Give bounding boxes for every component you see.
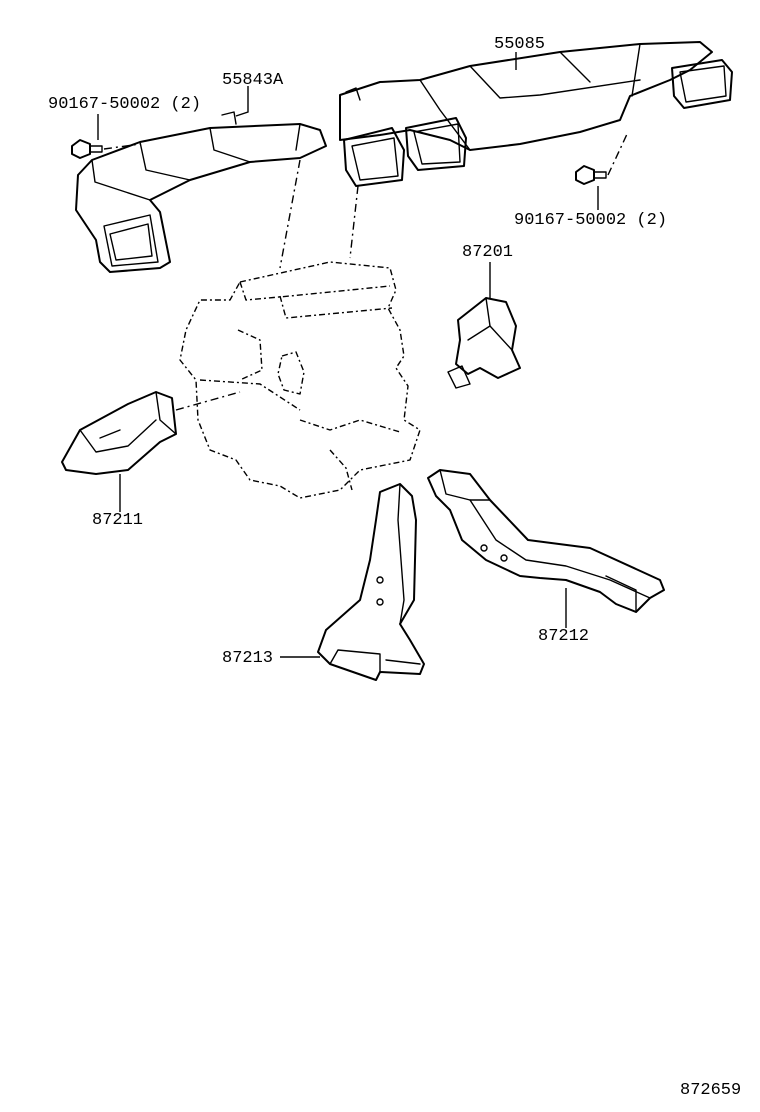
duct-55085: [339, 41, 733, 187]
leader-lines: [97, 52, 599, 658]
duct-87211: [61, 391, 241, 475]
label-duct-87201: 87201: [462, 243, 514, 262]
duct-87201: [447, 297, 521, 389]
label-duct-87212: 87212: [538, 627, 590, 646]
label-duct-87211: 87211: [92, 511, 144, 530]
bolt-right: [575, 131, 629, 185]
bolt-left: [71, 139, 141, 159]
label-duct-55843a: 55843A: [222, 71, 284, 90]
label-duct-87213: 87213: [222, 649, 274, 668]
heater-unit-phantom: [179, 261, 421, 499]
label-bolt-right: 90167-50002 (2): [514, 211, 668, 230]
duct-55843a: [75, 111, 327, 273]
alignment-line-left: [279, 159, 301, 269]
label-bolt-left: 90167-50002 (2): [48, 95, 202, 114]
alignment-line-right: [349, 185, 359, 259]
duct-87212: [427, 469, 665, 613]
duct-87213: [317, 483, 425, 681]
label-duct-55085: 55085: [494, 35, 546, 54]
figure-number: 872659: [680, 1081, 742, 1100]
